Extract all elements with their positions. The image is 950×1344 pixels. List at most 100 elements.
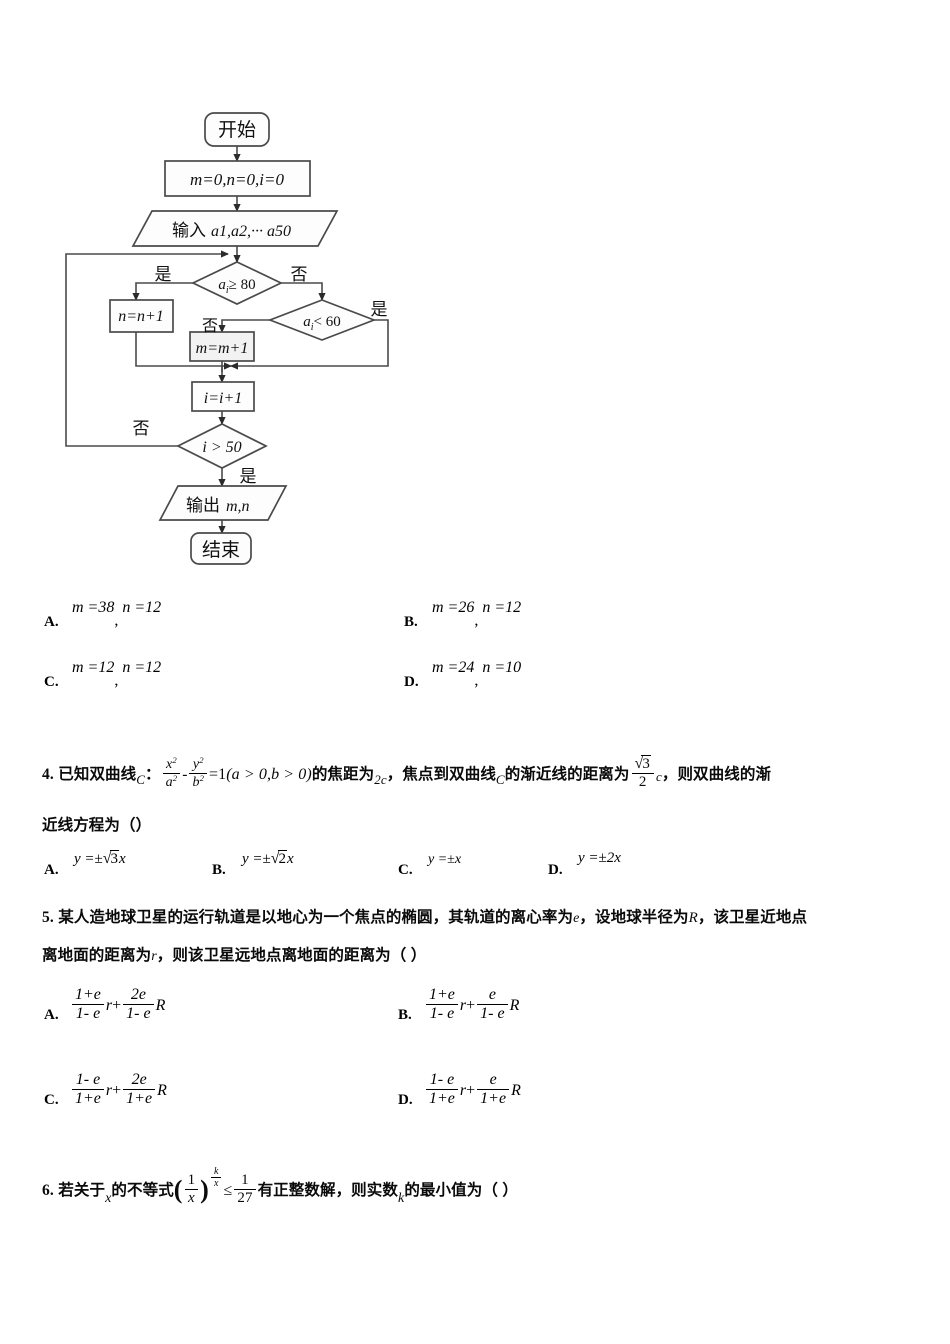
q5-option-c-body[interactable]: 1- e 1+e r+ 2e 1+e R: [70, 1071, 167, 1110]
flow-node-init: [164, 160, 311, 197]
flow-edgelabel-d1-no: 否: [291, 265, 308, 285]
q3-option-b-n: n =12: [482, 599, 522, 616]
flow-edgelabel-d3-yes: 是: [240, 467, 257, 487]
q4-opt-d-tail: 2x: [606, 850, 621, 866]
q4-option-c-label[interactable]: C.: [398, 862, 413, 878]
q6-text-2: 的不等式: [111, 1182, 174, 1199]
q4-text-5: 则双曲线的渐: [677, 765, 772, 783]
q3-option-a-n: n =12: [122, 599, 162, 616]
q6-exp-num: k: [213, 1166, 219, 1178]
q5-option-b-label[interactable]: B.: [398, 1007, 412, 1023]
q5-opt-c-v2: R: [157, 1082, 167, 1100]
q4-text-4: 的渐近线的距离为: [504, 765, 630, 783]
q3-option-b-label[interactable]: B.: [404, 614, 418, 630]
q4-option-b-label[interactable]: B.: [212, 862, 226, 878]
q4-curve-symbol: C: [136, 771, 146, 787]
q6-exp-den: x: [210, 1177, 222, 1189]
q4-opt-c-pm: ±: [447, 852, 455, 867]
edge-n-to-merge: [135, 332, 232, 370]
q4-opt-a-pm: ±: [94, 851, 103, 867]
q5-var-e: e: [573, 911, 580, 926]
flow-node-start: [204, 112, 270, 147]
question-4-line-1: 4. 已知双曲线C： x2 a2 - y2 b2 =1(a > 0,b > 0)…: [42, 755, 772, 793]
q6-text-1: 若关于: [58, 1182, 106, 1199]
q4-text-1: 已知双曲线: [58, 765, 137, 783]
q4-option-c-body[interactable]: y =±x: [428, 852, 461, 868]
flow-node-input: [131, 210, 339, 247]
flow-node-increment-n: [109, 299, 174, 333]
q5-opt-d-plus: +: [466, 1082, 476, 1100]
q3-option-b-sep: ,: [474, 612, 479, 629]
q3-option-d-n: n =10: [482, 659, 522, 676]
q4-option-d-body[interactable]: y =±2x: [578, 850, 621, 867]
q3-option-a-m: m =38: [72, 599, 115, 616]
q4-condition: (a > 0,b > 0): [226, 765, 312, 783]
q3-option-c-label[interactable]: C.: [44, 674, 59, 690]
q4-opt-b-pm: ±: [262, 851, 271, 867]
q5-var-R: R: [688, 910, 698, 926]
flow-label-input-expr: a1,a2,··· a50: [211, 223, 291, 240]
q5-text-1b: ，设地球半径为: [579, 909, 689, 926]
q4-dist-den: 2: [631, 773, 654, 791]
flow-label-increment-n: n=n+1: [118, 308, 164, 325]
q5-option-c-label[interactable]: C.: [44, 1092, 59, 1108]
edge-d2-no: [218, 319, 270, 333]
question-6-line-1: 6. 若关于x的不等式( 1 x ) k x ≤ 1 27 有正整数解，则实数k…: [42, 1166, 518, 1208]
q5-opt-b-n1: 1+e: [429, 986, 455, 1004]
flow-label-decision-3: i > 50: [202, 439, 241, 456]
q3-option-d-label[interactable]: D.: [404, 674, 419, 690]
q6-text-3: 有正整数解，则实数: [257, 1182, 398, 1199]
q3-option-b-body[interactable]: m =26, n =12: [432, 599, 521, 629]
q4-frac-x2-a2: x2 a2: [162, 755, 181, 790]
q4-opt-c-tail: x: [454, 852, 462, 867]
flow-d2-sub: i: [311, 322, 314, 333]
q4-option-b-body[interactable]: y =±√2x: [242, 850, 294, 867]
q4-minus: -: [182, 765, 188, 783]
q5-opt-d-n2: e: [489, 1071, 497, 1089]
edge-d1-yes: [132, 282, 193, 301]
flow-d2-var: a: [303, 314, 311, 330]
q5-opt-b-v2: R: [509, 997, 520, 1015]
flow-label-output-expr: m,n: [226, 498, 250, 515]
q4-option-a-body[interactable]: y =±√3x: [74, 850, 126, 867]
flow-label-end: 结束: [202, 539, 240, 561]
q4-frac-sqrt3-2: √3 2: [631, 755, 654, 791]
flow-d1-var: a: [218, 277, 226, 293]
q4-option-d-label[interactable]: D.: [548, 862, 563, 878]
q5-opt-b-d1: 1- e: [426, 1004, 458, 1023]
q3-option-c-n: n =12: [122, 659, 162, 676]
q3-option-a-body[interactable]: m =38, n =12: [72, 599, 161, 629]
q5-option-a-label[interactable]: A.: [44, 1007, 59, 1023]
q5-opt-d-v2: R: [511, 1082, 521, 1100]
q5-option-d-label[interactable]: D.: [398, 1092, 413, 1108]
q4-opt-b-root: 2: [277, 850, 287, 867]
q3-option-c-body[interactable]: m =12, n =12: [72, 659, 161, 689]
q5-opt-a-v2: R: [155, 997, 166, 1015]
q6-rhs-den: 27: [234, 1188, 256, 1207]
q5-option-d-body[interactable]: 1- e 1+e r+ e 1+e R: [424, 1071, 521, 1110]
flow-label-decision-1: ai≥ 80: [218, 277, 255, 296]
q5-opt-b-n2: e: [488, 986, 496, 1004]
q4-option-a-label[interactable]: A.: [44, 862, 59, 878]
q5-opt-c-plus: +: [112, 1082, 122, 1100]
q5-option-b-body[interactable]: 1+e 1- e r+ e 1- e R: [424, 986, 520, 1025]
q4-comma-2: ，: [661, 765, 678, 783]
q5-opt-a-n2: 2e: [130, 986, 146, 1004]
q5-opt-a-v1: r: [105, 997, 113, 1015]
q4-text-3: 焦点到双曲线: [402, 765, 496, 783]
q6-var-k: k: [397, 1191, 405, 1206]
q4-text-2: 的焦距为: [311, 765, 375, 783]
q5-opt-c-d2: 1+e: [123, 1089, 156, 1108]
q4-eq-tail: =1: [209, 765, 227, 783]
q3-option-a-label[interactable]: A.: [44, 614, 59, 630]
q5-opt-c-d1: 1+e: [72, 1089, 104, 1108]
flow-label-increment-i: i=i+1: [204, 390, 242, 407]
q5-option-a-body[interactable]: 1+e 1- e r+ 2e 1- e R: [70, 986, 166, 1025]
q4-colon: ：: [145, 765, 161, 783]
q3-option-d-body[interactable]: m =24, n =10: [432, 659, 521, 689]
q3-option-c-sep: ,: [114, 672, 119, 689]
flow-node-increment-m: [189, 331, 255, 362]
q5-opt-d-v1: r: [459, 1082, 467, 1100]
flow-label-output-prefix: 输出: [186, 496, 220, 516]
flow-node-decision-ai-ge-80: [191, 261, 283, 305]
